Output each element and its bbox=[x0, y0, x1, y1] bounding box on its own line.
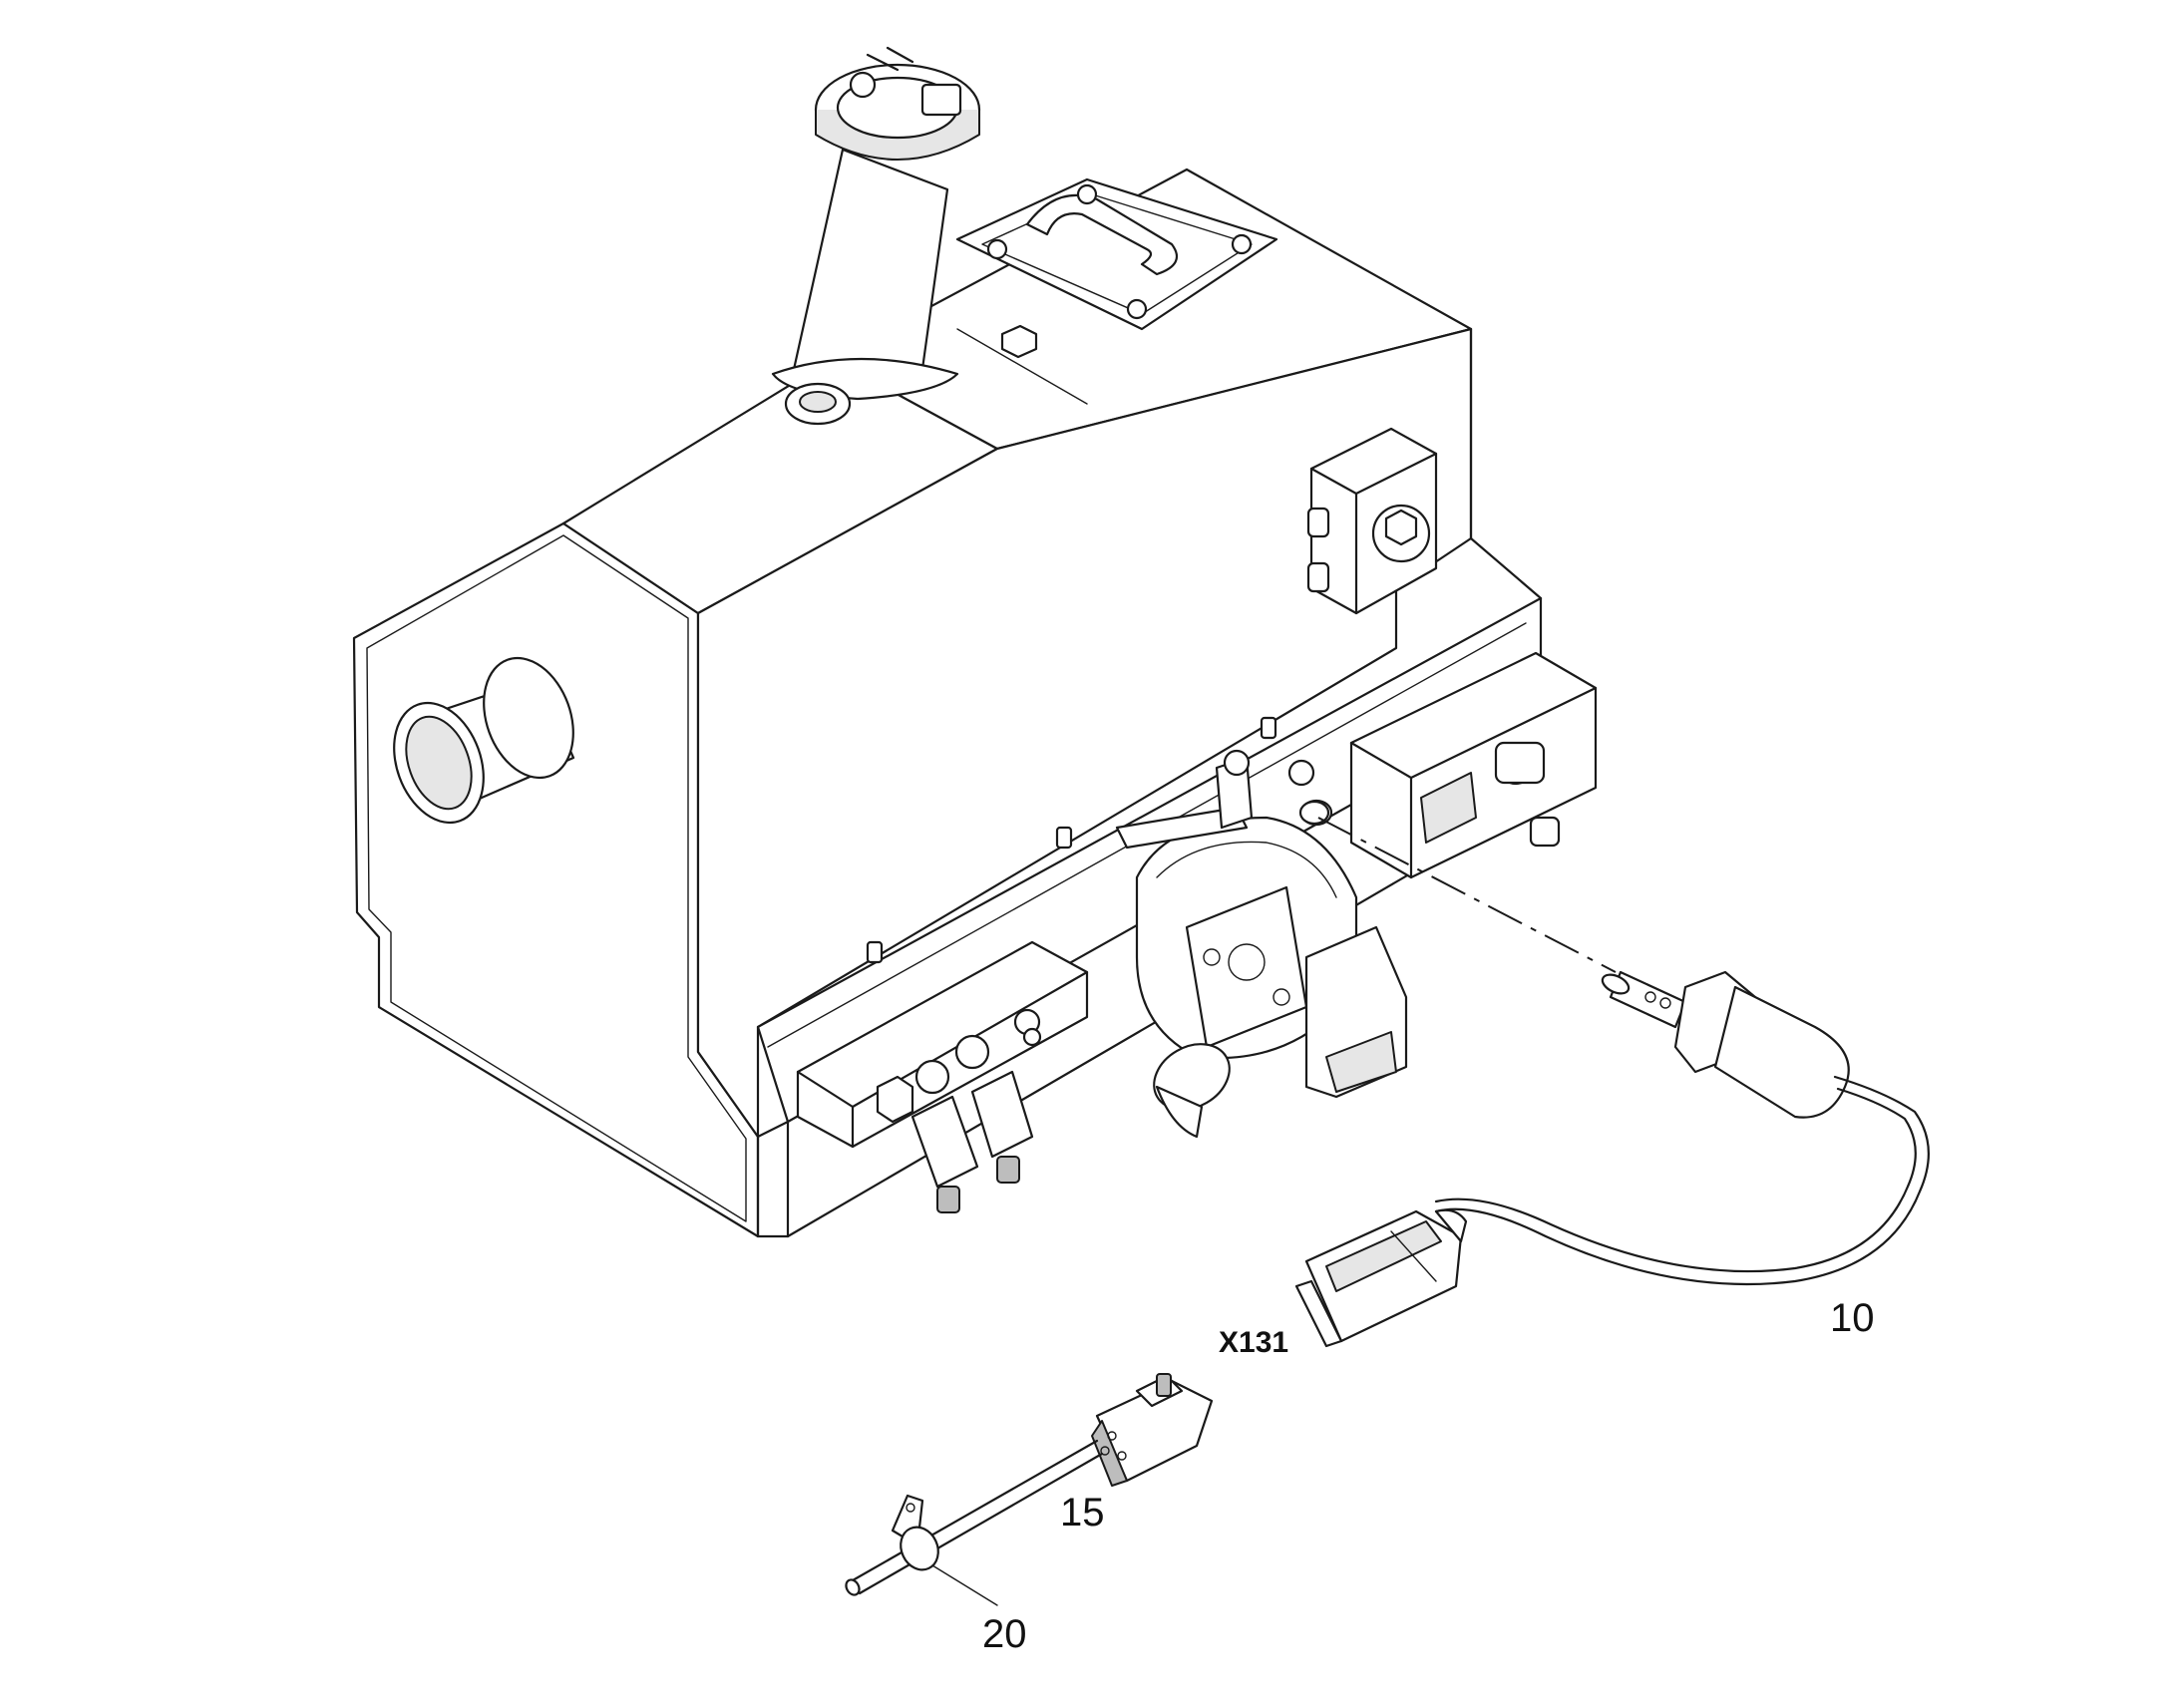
callout-15: 15 bbox=[1060, 1491, 1105, 1535]
inspection-cover bbox=[955, 177, 1278, 331]
top-plug bbox=[784, 324, 1038, 426]
suction-port bbox=[393, 656, 575, 825]
cable-clip bbox=[891, 1494, 939, 1571]
harness-cable bbox=[845, 1439, 1104, 1596]
assembly-centerline bbox=[1317, 817, 1617, 973]
temperature-sensor bbox=[1434, 970, 1930, 1286]
harness-connector bbox=[1091, 1373, 1214, 1487]
upper-valve-block bbox=[1306, 427, 1438, 615]
lower-left-manifold bbox=[796, 940, 1089, 1213]
callout-20: 20 bbox=[982, 1612, 1027, 1656]
right-manifold-block bbox=[1349, 651, 1598, 879]
studs bbox=[866, 716, 1277, 964]
leader-lines bbox=[931, 1564, 998, 1606]
sensor-connector bbox=[1294, 1208, 1468, 1348]
filler-breather bbox=[771, 46, 981, 401]
callout-10: 10 bbox=[1830, 1296, 1875, 1340]
connector-label-x131: X131 bbox=[1219, 1326, 1288, 1359]
